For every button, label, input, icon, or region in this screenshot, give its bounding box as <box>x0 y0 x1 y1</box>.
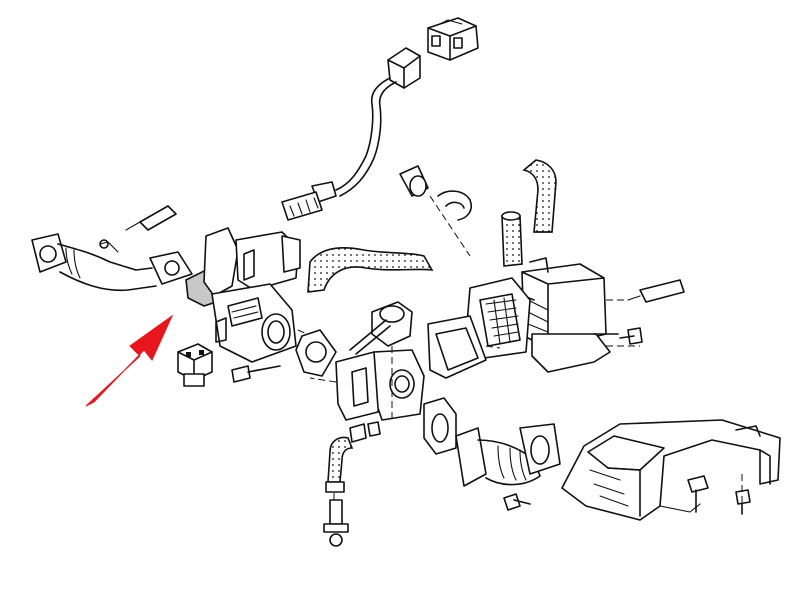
temperature-sensor <box>177 343 213 387</box>
heat-shield-bracket <box>561 419 781 521</box>
electrical-connector <box>427 17 479 61</box>
egr-valve-housing <box>203 227 321 363</box>
throttle-body <box>309 301 425 421</box>
egr-cooler <box>465 257 640 373</box>
sensor-cable-plug <box>281 47 421 221</box>
exhaust-pipe-flange <box>31 233 193 292</box>
red-indicator-arrow <box>85 314 174 407</box>
coolant-hose <box>307 247 434 293</box>
